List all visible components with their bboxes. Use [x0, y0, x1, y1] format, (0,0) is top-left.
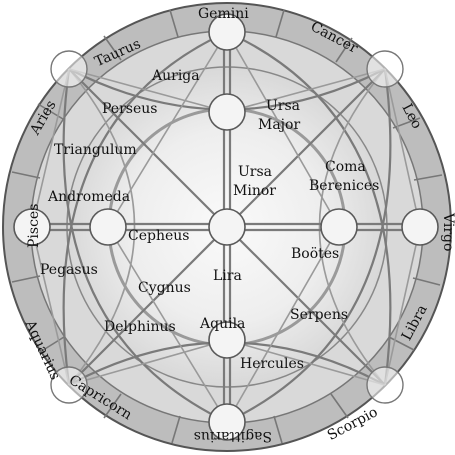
node-andromeda[interactable] — [89, 208, 127, 246]
label-ursa-minor-line1: Ursa — [238, 164, 272, 180]
label-bootes: Boötes — [291, 246, 339, 262]
label-delphinus: Delphinus — [104, 319, 176, 335]
node-virgo[interactable] — [401, 208, 439, 246]
label-ursa-major-line2: Major — [258, 117, 300, 133]
label-coma-line2: Berenices — [309, 178, 379, 194]
label-ursa-major-line1: Ursa — [266, 98, 300, 114]
label-cepheus: Cepheus — [128, 228, 189, 244]
label-pegasus: Pegasus — [40, 262, 98, 278]
label-coma-line1: Coma — [325, 159, 366, 175]
label-sagittarius: Sagittarius — [194, 428, 272, 444]
node-cancer-leo[interactable] — [366, 50, 404, 88]
node-aquila[interactable] — [208, 321, 246, 359]
node-bootes[interactable] — [320, 208, 358, 246]
node-sagittarius[interactable] — [208, 403, 246, 441]
label-andromeda: Andromeda — [47, 189, 130, 205]
label-perseus: Perseus — [102, 101, 157, 117]
label-cygnus: Cygnus — [138, 280, 191, 296]
label-serpens: Serpens — [290, 307, 348, 323]
label-pisces: Pisces — [26, 204, 42, 248]
node-ursa-major[interactable] — [208, 93, 246, 131]
label-aquila: Aquila — [199, 316, 245, 332]
zodiac-dividers — [11, 9, 443, 444]
node-libra-scorpio[interactable] — [366, 366, 404, 404]
node-taurus-gemini[interactable] — [50, 50, 88, 88]
label-auriga: Auriga — [151, 68, 200, 84]
label-gemini: Gemini — [198, 6, 249, 22]
label-virgo: Virgo — [440, 212, 455, 251]
node-pisces[interactable] — [13, 208, 51, 246]
node-center[interactable] — [208, 208, 246, 246]
label-ursa-minor-line2: Minor — [233, 183, 276, 199]
label-triangulum: Triangulum — [54, 142, 137, 158]
node-gemini[interactable] — [208, 13, 246, 51]
label-hercules: Hercules — [240, 356, 304, 372]
label-lira: Lira — [213, 268, 242, 284]
node-aquarius-capricorn[interactable] — [50, 366, 88, 404]
